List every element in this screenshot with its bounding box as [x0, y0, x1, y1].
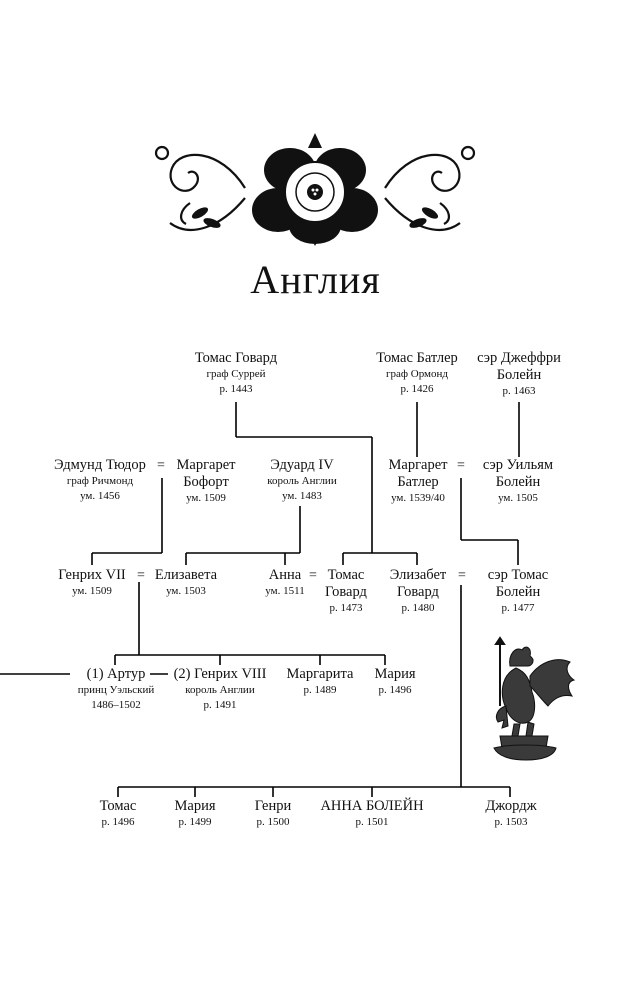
person-name: Генрих VII [58, 567, 126, 583]
person-thomas-howard: Томас Говард р. 1473 [318, 567, 374, 616]
person-date: р. 1499 [178, 816, 212, 828]
person-date: ум. 1505 [498, 492, 538, 504]
person-name-line2: Болейн [495, 474, 541, 490]
person-name-line2: Говард [397, 584, 439, 600]
person-name: Елизавета [154, 567, 218, 583]
person-name-line2: Бофорт [183, 474, 229, 490]
person-date: р. 1500 [256, 816, 290, 828]
person-name: (1) Артур [86, 666, 146, 682]
person-margaret-beaufort: Маргарет Бофорт ум. 1509 [166, 457, 246, 506]
person-geoffrey-boleyn: сэр Джеффри Болейн р. 1463 [464, 350, 574, 399]
person-name: Эдуард IV [270, 457, 334, 473]
marriage-sign: = [457, 458, 465, 473]
person-name: Эдмунд Тюдор [54, 457, 146, 473]
person-title: король Англии [267, 475, 337, 487]
marriage-sign: = [157, 458, 165, 473]
person-date: р. 1473 [329, 602, 363, 614]
person-name: (2) Генрих VIII [173, 666, 267, 682]
person-thomas-butler: Томас Батлер граф Ормонд р. 1426 [357, 350, 477, 397]
person-date: р. 1491 [203, 699, 237, 711]
person-name: Томас [327, 567, 365, 583]
person-name: сэр Джеффри [477, 350, 561, 366]
person-anne-york: Анна ум. 1511 [255, 567, 315, 599]
person-thomas-b: Томас р. 1496 [88, 798, 148, 830]
person-name: Томас [99, 798, 137, 814]
person-henry-boleyn: Генри р. 1500 [243, 798, 303, 830]
person-name: Анна [268, 567, 302, 583]
person-henry-viii: (2) Генрих VIII король Англии р. 1491 [168, 666, 272, 713]
person-name: Маргарет [176, 457, 236, 473]
marriage-sign: = [137, 568, 145, 583]
person-date: р. 1477 [501, 602, 535, 614]
person-date: р. 1503 [494, 816, 528, 828]
person-date: р. 1496 [101, 816, 135, 828]
person-william-boleyn: сэр Уильям Болейн ум. 1505 [468, 457, 568, 506]
person-date: р. 1463 [502, 385, 536, 397]
person-name-line2: Болейн [495, 584, 541, 600]
person-elizabeth-york: Елизавета ум. 1503 [146, 567, 226, 599]
marriage-sign: = [309, 568, 317, 583]
person-date: ум. 1456 [80, 490, 120, 502]
person-date: ум. 1483 [282, 490, 322, 502]
person-name-line2: Болейн [496, 367, 542, 383]
person-name: Мария [374, 666, 416, 682]
person-margaret-butler: Маргарет Батлер ум. 1539/40 [378, 457, 458, 506]
person-name: Маргарет [388, 457, 448, 473]
person-name: Джордж [485, 798, 537, 814]
person-edmund-tudor: Эдмунд Тюдор граф Ричмонд ум. 1456 [45, 457, 155, 504]
person-date: р. 1443 [219, 383, 253, 395]
tudor-rose-icon [154, 133, 476, 246]
person-date: р. 1480 [401, 602, 435, 614]
griffin-icon [493, 636, 576, 761]
person-name: Генри [254, 798, 292, 814]
person-name: Томас Говард [194, 350, 278, 366]
person-edward-iv: Эдуард IV король Англии ум. 1483 [252, 457, 352, 504]
marriage-sign: = [458, 568, 466, 583]
person-george-boleyn: Джордж р. 1503 [476, 798, 546, 830]
person-date: ум. 1509 [186, 492, 226, 504]
person-date: ум. 1509 [72, 585, 112, 597]
person-elizabeth-howard: Элизабет Говард р. 1480 [378, 567, 458, 616]
person-name: сэр Уильям [482, 457, 554, 473]
person-name: АННА БОЛЕЙН [320, 798, 424, 814]
person-name: Маргарита [286, 666, 354, 682]
person-thomas-howard-surrey: Томас Говард граф Суррей р. 1443 [176, 350, 296, 397]
person-date: ум. 1539/40 [391, 492, 445, 504]
person-title: граф Ричмонд [66, 475, 134, 487]
person-name: Элизабет [389, 567, 447, 583]
person-name-line2: Говард [325, 584, 367, 600]
person-margaret-tudor: Маргарита р. 1489 [280, 666, 360, 698]
person-date: р. 1426 [400, 383, 434, 395]
person-name: сэр Томас [487, 567, 549, 583]
person-title: король Англии [185, 684, 255, 696]
person-date: ум. 1503 [166, 585, 206, 597]
person-thomas-boleyn: сэр Томас Болейн р. 1477 [468, 567, 568, 616]
person-date: 1486–1502 [91, 699, 141, 711]
person-date: р. 1489 [303, 684, 337, 696]
person-anne-boleyn: АННА БОЛЕЙН р. 1501 [307, 798, 437, 830]
page-title: Англия [250, 257, 381, 302]
person-date: р. 1501 [355, 816, 389, 828]
person-date: р. 1496 [378, 684, 412, 696]
person-title: граф Ормонд [386, 368, 448, 380]
person-mary-tudor: Мария р. 1496 [365, 666, 425, 698]
person-title: граф Суррей [206, 368, 266, 380]
person-name: Томас Батлер [376, 350, 458, 366]
person-name: Мария [174, 798, 216, 814]
person-henry-vii: Генрих VII ум. 1509 [52, 567, 132, 599]
person-date: ум. 1511 [265, 585, 305, 597]
person-mary-boleyn: Мария р. 1499 [165, 798, 225, 830]
person-arthur: (1) Артур принц Уэльский 1486–1502 [68, 666, 164, 713]
person-title: принц Уэльский [77, 684, 155, 696]
person-name-line2: Батлер [397, 474, 439, 490]
